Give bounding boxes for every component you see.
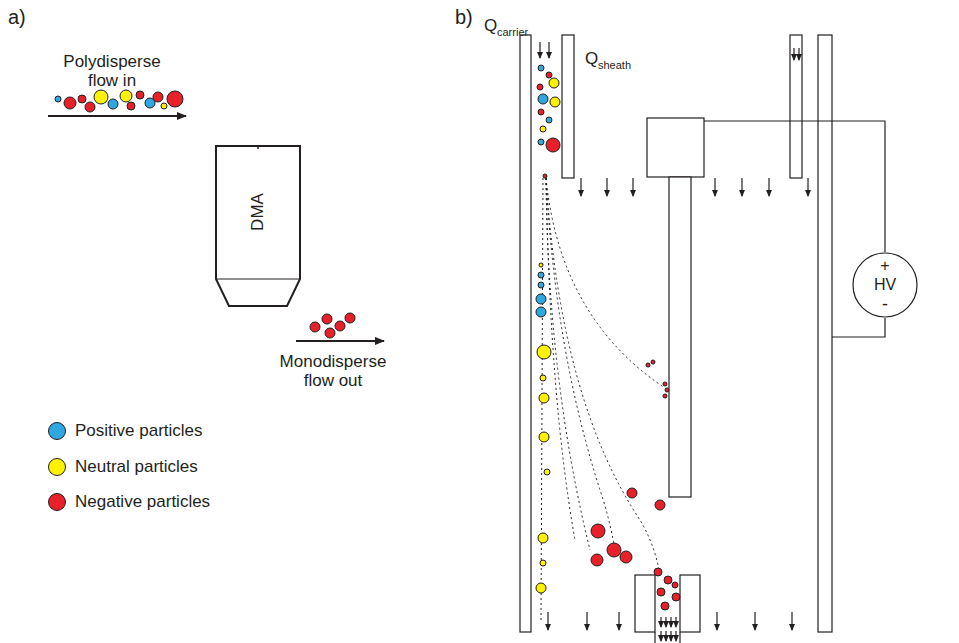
flow-label: Monodisperse flow out <box>273 352 393 390</box>
particles-out <box>310 313 355 338</box>
legend-swatch <box>48 493 66 511</box>
hv-source: +HV- <box>852 252 918 318</box>
flow-symbol: sheath <box>598 59 631 72</box>
particles-in <box>55 90 183 112</box>
flow-label: Polydisperse flow in <box>52 52 172 90</box>
particles-column <box>536 65 680 610</box>
legend-text: Negative particles <box>75 493 210 511</box>
panel-label: a) <box>8 6 26 28</box>
node-text: - <box>882 295 888 313</box>
legend-text: Positive particles <box>75 422 203 440</box>
legend-swatch <box>48 458 66 476</box>
node-text: + <box>880 257 889 275</box>
hv-wire <box>704 121 885 252</box>
hv-wire <box>832 318 885 337</box>
flow-in-arrow <box>48 115 186 117</box>
flow-arrows <box>540 42 808 641</box>
node-text: HV <box>874 276 896 294</box>
legend-text: Neutral particles <box>75 458 198 476</box>
trajectories <box>541 178 668 620</box>
panel-label: b) <box>455 6 473 28</box>
flow-symbol: carrier <box>497 26 528 39</box>
legend-swatch <box>48 422 66 440</box>
flow-out-arrow <box>296 340 384 342</box>
dma-body: DMA <box>215 145 301 307</box>
flow-symbol: Q <box>484 16 497 35</box>
flow-symbol: Q <box>585 49 598 68</box>
node-text: DMA <box>249 193 267 231</box>
dma-column <box>520 35 832 643</box>
